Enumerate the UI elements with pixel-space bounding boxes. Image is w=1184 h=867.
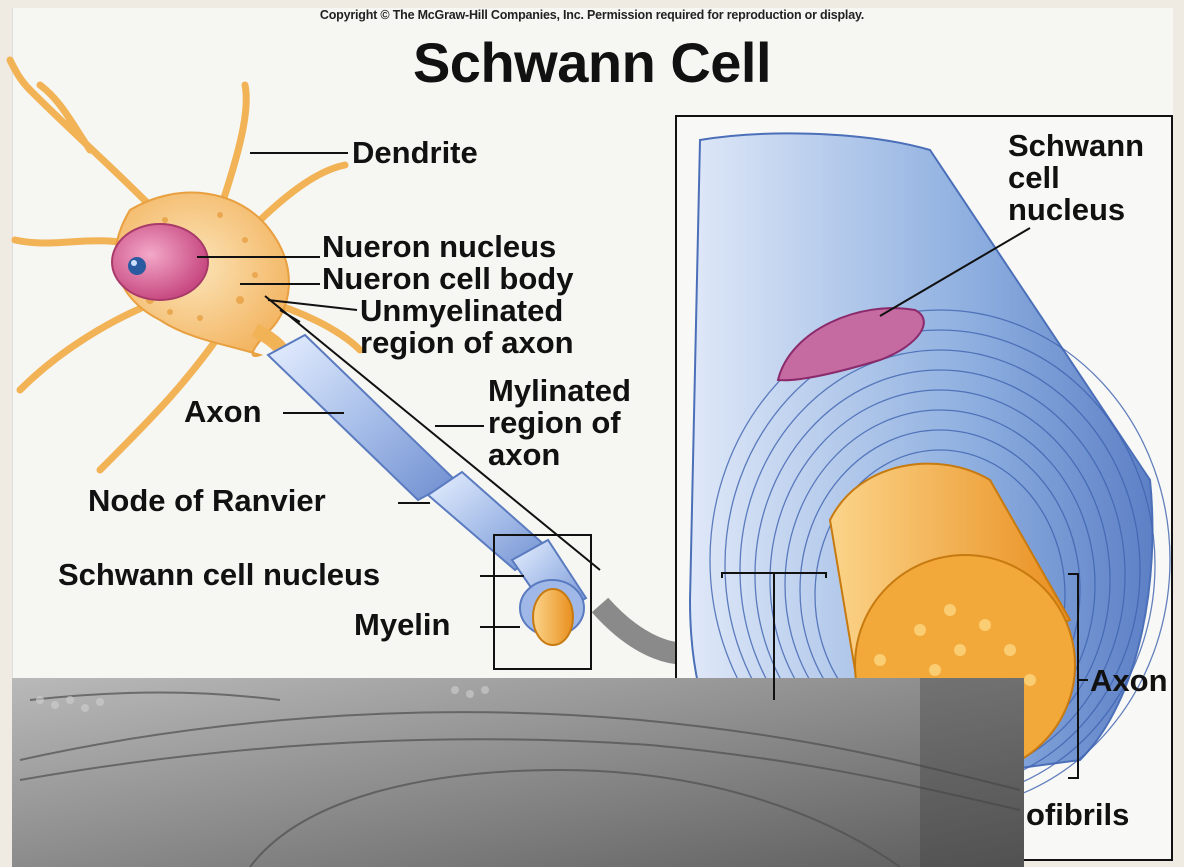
label-neuron-nucleus: Nueron nucleus xyxy=(322,232,556,262)
electron-micrograph xyxy=(12,678,1024,867)
axon-end-core xyxy=(533,589,573,645)
page-title: Schwann Cell xyxy=(0,30,1184,95)
label-myelinated-line2: region of xyxy=(488,408,621,438)
label-myelinated-line3: axon xyxy=(488,440,560,470)
label-node-of-ranvier: Node of Ranvier xyxy=(88,486,326,516)
label-schwann-right-line3: nucleus xyxy=(1008,195,1125,225)
label-schwann-right-line1: Schwann xyxy=(1008,131,1144,161)
label-unmyelinated-line2: region of axon xyxy=(360,328,574,358)
label-dendrite: Dendrite xyxy=(352,138,478,168)
label-myelin: Myelin xyxy=(354,610,450,640)
nucleolus xyxy=(128,257,146,275)
label-axon-right: Axon xyxy=(1090,666,1168,696)
label-schwann-cell-nucleus-left: Schwann cell nucleus xyxy=(58,560,380,590)
label-neuron-cell-body: Nueron cell body xyxy=(322,264,573,294)
label-unmyelinated-line1: Unmyelinated xyxy=(360,296,563,326)
label-myelinated-line1: Mylinated xyxy=(488,376,631,406)
label-axon-left: Axon xyxy=(184,397,262,427)
neuron-nucleus xyxy=(112,224,208,300)
label-schwann-right-line2: cell xyxy=(1008,163,1060,193)
label-neurofibrils-partial: ofibrils xyxy=(1026,800,1129,830)
copyright-notice: Copyright © The McGraw-Hill Companies, I… xyxy=(0,8,1184,22)
